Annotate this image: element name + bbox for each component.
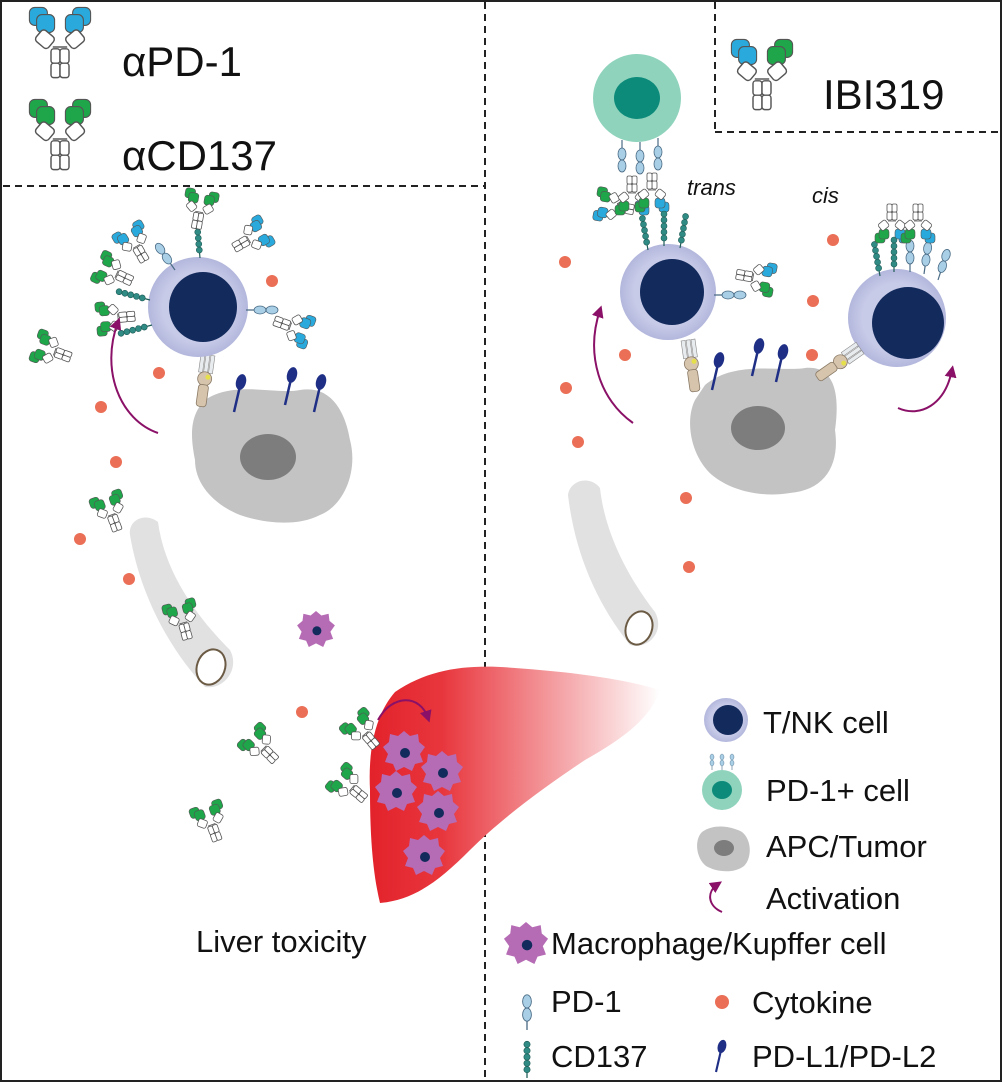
legend-apc-nucleus <box>714 840 734 856</box>
activation-arrow-trans <box>592 305 634 424</box>
cytokine-dot <box>296 706 308 718</box>
legend-pd1-icon <box>521 994 533 1031</box>
cytokine-dot <box>806 349 818 361</box>
pd1-receptor <box>905 239 915 273</box>
vessel-opening-left <box>195 648 227 686</box>
cytokine-dot <box>827 234 839 246</box>
pd1-receptor <box>617 139 627 173</box>
legend-macrophage-label: Macrophage/Kupffer cell <box>551 926 886 961</box>
blood-vessel-right <box>568 480 659 646</box>
legend-macrophage-icon <box>503 922 549 964</box>
legend-pdl-icon <box>714 1037 729 1074</box>
legend-pd1-cell-receptors <box>719 753 725 771</box>
label-acd137: αCD137 <box>122 132 277 179</box>
pd1-receptor <box>635 141 645 175</box>
legend-cytokine-label: Cytokine <box>752 985 873 1020</box>
cd137-receptor <box>870 240 884 278</box>
antibody-cd137 <box>235 720 288 773</box>
cytokine-dot <box>266 275 278 287</box>
cd137-receptor <box>116 321 154 338</box>
cytokine-dot <box>807 295 819 307</box>
label-ibi319: IBI319 <box>823 71 944 118</box>
legend-apc-label: APC/Tumor <box>766 829 927 864</box>
tcr-mhc-complex <box>812 341 865 385</box>
antibody-ibi319 <box>634 172 670 213</box>
caption-liver-toxicity: Liver toxicity <box>196 924 367 959</box>
antibody-cd137 <box>179 186 221 233</box>
antibody-cd137 <box>87 487 134 537</box>
antibody-cd137 <box>27 327 77 374</box>
cytokine-dot <box>560 382 572 394</box>
cytokine-dot <box>123 573 135 585</box>
pd1-receptor <box>653 137 663 171</box>
cytokine-dot <box>110 456 122 468</box>
macrophage <box>297 611 335 647</box>
legend-activation-label: Activation <box>766 881 900 916</box>
legend-pd1-cell-receptors <box>729 753 735 771</box>
pd1-receptor <box>245 305 279 315</box>
tcr-mhc-complex <box>680 338 703 393</box>
cd137-receptor <box>676 212 690 250</box>
cd137-receptor <box>114 287 152 304</box>
liver <box>369 666 660 903</box>
legend-cd137-icon <box>523 1040 531 1079</box>
cytokines-left <box>74 275 308 718</box>
legend-cytokine-icon <box>715 995 729 1009</box>
tnk-nucleus-left <box>169 272 237 342</box>
antibody-ibi319-icon <box>730 38 794 111</box>
cytokine-dot <box>683 561 695 573</box>
cytokine-dot <box>559 256 571 268</box>
cd137-receptor <box>638 214 652 252</box>
pd1-positive-nucleus <box>614 77 660 119</box>
tnk-nucleus-trans <box>640 259 704 325</box>
pd1-receptor <box>713 290 747 300</box>
activation-arrow-left <box>109 317 159 434</box>
antibody-cd137-icon <box>28 98 92 171</box>
antibody-pd1 <box>225 213 277 264</box>
activation-arrow-cis <box>897 365 957 413</box>
apc-nucleus-left <box>240 434 296 480</box>
legend-tnk-nucleus <box>713 705 743 735</box>
legend-tnk-label: T/NK cell <box>763 705 889 740</box>
antibody-pd1-icon <box>28 6 92 79</box>
legend-cd137-label: CD137 <box>551 1039 648 1074</box>
cytokine-dot <box>74 533 86 545</box>
legend: T/NK cell PD-1+ cell APC/Tumor Activatio… <box>503 698 936 1079</box>
legend-pdl-label: PD-L1/PD-L2 <box>752 1039 936 1074</box>
cytokine-dot <box>95 401 107 413</box>
label-cis: cis <box>812 183 839 208</box>
antibody-ibi319 <box>900 203 936 244</box>
legend-activation-icon <box>708 881 723 913</box>
legend-pd1-cell-receptors <box>709 753 715 771</box>
cytokine-dot <box>619 349 631 361</box>
label-trans: trans <box>687 175 736 200</box>
legend-pd1-label: PD-1 <box>551 984 622 1019</box>
cd137-receptor <box>660 210 668 247</box>
legend-pd1-cell-nucleus <box>712 781 732 799</box>
antibody-cd137 <box>187 797 234 847</box>
antibody-cd137 <box>323 760 377 813</box>
cytokines-right <box>559 234 839 573</box>
blood-vessel-left <box>129 517 234 688</box>
pd1-receptor <box>919 241 934 276</box>
vessel-opening-right <box>624 610 654 646</box>
cytokine-dot <box>680 492 692 504</box>
pd1-receptor <box>933 247 953 282</box>
apc-nucleus-right <box>731 406 785 450</box>
cytokine-dot <box>572 436 584 448</box>
label-apd1: αPD-1 <box>122 38 242 85</box>
antibody-cd137 <box>89 249 140 298</box>
cd137-receptor <box>890 236 898 273</box>
tnk-nucleus-cis <box>872 287 944 359</box>
cytokine-dot <box>153 367 165 379</box>
activation-arrow-liver <box>377 699 432 723</box>
legend-pd1-cell-label: PD-1+ cell <box>766 773 910 808</box>
